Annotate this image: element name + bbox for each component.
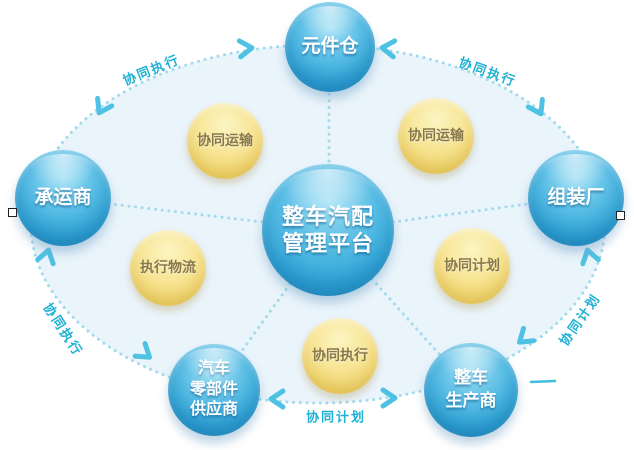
node-label-line: 整车汽配 [281, 203, 374, 229]
node-label: 元件仓 [301, 36, 359, 58]
arrow-chevron-to-carrier-bottom [35, 247, 56, 267]
spoke-assembly [391, 202, 530, 224]
node-vehicle-manufacturer: 整车 生产商 [424, 343, 518, 437]
arrow-chevron-to-manufacturer-top [516, 325, 537, 345]
arrow-chevron-to-supplier [132, 341, 153, 360]
node-collab-plan: 协同计划 [434, 228, 510, 304]
node-component-warehouse: 元件仓 [285, 2, 375, 92]
node-execute-logistics: 执行物流 [130, 230, 206, 306]
node-label: 协同计划 [444, 257, 500, 274]
resize-handle-right[interactable] [616, 211, 625, 220]
arrow-chevron-to-assembly-top [525, 96, 545, 117]
tick-mark [529, 379, 557, 384]
node-label: 协同运输 [197, 132, 253, 149]
arrow-chevron-to-supplier-right [268, 388, 286, 410]
node-label-line: 汽车 [197, 359, 230, 377]
node-assembly-plant: 组装厂 [528, 150, 624, 246]
arrow-chevron-to-warehouse-right [379, 38, 398, 60]
node-label: 协同运输 [408, 127, 464, 144]
node-carrier: 承运商 [15, 150, 111, 246]
node-label: 组装厂 [547, 187, 605, 209]
spoke-supplier [239, 282, 292, 354]
arrow-chevron-to-assembly-bottom [580, 247, 601, 267]
node-label-line: 生产商 [445, 391, 497, 410]
node-label: 承运商 [34, 187, 92, 209]
resize-handle-left[interactable] [8, 208, 17, 217]
node-label: 协同执行 [312, 347, 368, 364]
node-label-line: 零部件 [189, 380, 238, 398]
node-collab-transport-right: 协同运输 [398, 98, 474, 174]
edge-label-bottom: 协同计划 [305, 409, 367, 425]
node-label-line: 供应商 [189, 401, 238, 419]
node-collab-transport-left: 协同运输 [187, 103, 263, 179]
node-label-line: 整车 [454, 368, 488, 388]
arrow-chevron-to-warehouse-left [236, 38, 255, 60]
spoke-carrier [109, 202, 264, 224]
arrow-chevron-to-carrier-top [95, 95, 115, 116]
arrow-chevron-to-manufacturer-left [380, 387, 398, 409]
node-platform-hub: 整车汽配 管理平台 [262, 164, 394, 296]
node-parts-supplier: 汽车 零部件 供应商 [168, 344, 260, 436]
node-label: 执行物流 [140, 259, 196, 276]
node-label-line: 管理平台 [281, 231, 374, 256]
node-collab-execute: 协同执行 [302, 318, 378, 394]
